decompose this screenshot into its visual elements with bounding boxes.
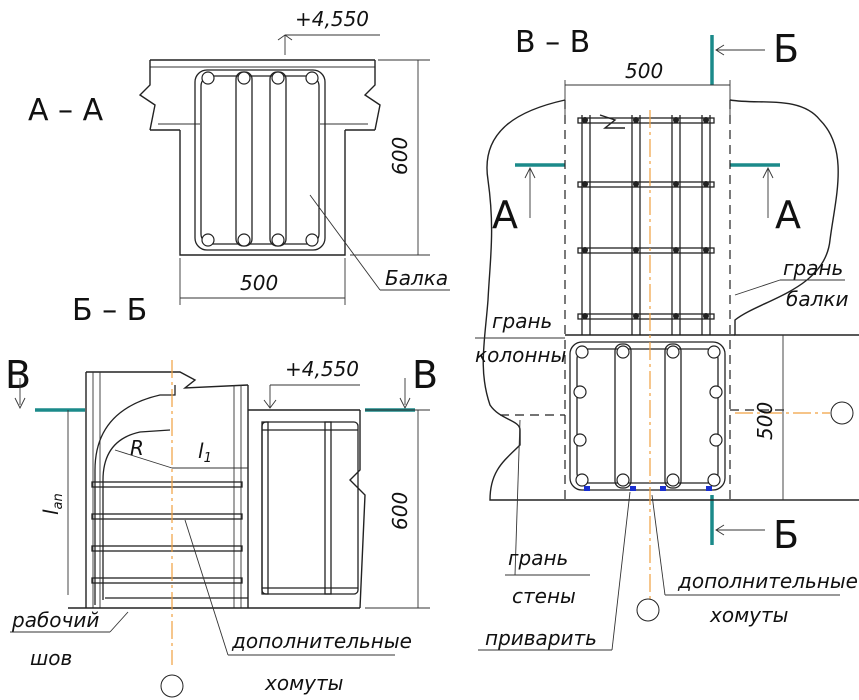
wall-face-label-1: грань <box>508 546 568 570</box>
beam-cage <box>261 421 359 595</box>
wall-face-label-2: стены <box>512 584 576 608</box>
height-600-label: 600 <box>388 137 412 175</box>
extra-stirrups-leader-vv <box>651 494 666 596</box>
joint-label-2: шов <box>30 646 72 670</box>
beam-cage-vv <box>569 341 726 491</box>
cut-mark-v-left: В <box>5 353 31 397</box>
beam-break-right <box>349 410 366 609</box>
lan-label: lan <box>39 493 66 515</box>
column-top-break <box>86 371 249 389</box>
cut-mark-b-top: Б <box>773 27 799 71</box>
beam-leader <box>309 194 381 291</box>
extra-stirrups-label-1-bb: дополнительные <box>231 629 412 653</box>
beam-face-label-1: грань <box>783 256 843 280</box>
joint-label-1: рабочий <box>11 608 99 632</box>
bent-rebar-outer <box>94 385 176 605</box>
weld-label: приварить <box>485 626 597 650</box>
column-vertical-rebars <box>581 115 711 335</box>
weld-leader <box>611 491 631 651</box>
extra-stirrups-label-2-bb: хомуты <box>264 671 343 695</box>
beam-stirrup-outer <box>194 69 326 251</box>
l1-label: l1 <box>198 439 212 466</box>
slab-break-left <box>138 60 156 131</box>
cut-mark-b-bottom: Б <box>773 513 799 557</box>
width-500-label-vv: 500 <box>625 59 663 83</box>
beam-stirrup-mid-1 <box>235 71 253 247</box>
beam-rebars-vv <box>573 345 723 487</box>
beam-stirrup-mid-2 <box>269 71 287 247</box>
column-stirrups-vv <box>577 117 715 320</box>
slab-break-right <box>363 60 381 131</box>
beam-stirrup-inner <box>200 75 320 245</box>
beam-label: Балка <box>385 266 448 290</box>
section-a-a-title: А – А <box>28 93 104 128</box>
bent-rebar-inner <box>102 429 171 600</box>
extra-stirrups-label-1-vv: дополнительные <box>677 569 858 593</box>
section-v-v-title: В – В <box>515 25 590 60</box>
axis-bubble-left <box>160 674 184 698</box>
width-500-label: 500 <box>240 271 278 295</box>
axis-bubble-right <box>830 401 854 425</box>
joint-leader <box>109 611 129 633</box>
axis-bubble-bottom <box>636 598 660 622</box>
beam-stirrups-side <box>261 421 332 595</box>
cut-mark-v-right: В <box>412 353 438 397</box>
wall-outline-right <box>729 99 859 336</box>
height-500-label-vv: 500 <box>753 402 777 440</box>
beam-bottom-rebars <box>201 233 319 247</box>
extra-stirrups-leader-bb <box>184 519 229 656</box>
beam-top-rebars <box>201 71 319 85</box>
cut-mark-a-left: А <box>492 193 518 237</box>
beam-face-leader <box>734 279 781 296</box>
beam-face-label-2: балки <box>786 287 848 311</box>
column-face-label-1: грань <box>492 309 552 333</box>
weld-marks <box>584 486 712 491</box>
wall-outline-left <box>482 99 859 501</box>
height-600-label-bb: 600 <box>388 492 412 530</box>
elevation-label-bb: +4,550 <box>285 357 359 381</box>
section-v-v: В – В Б Б А А 500 <box>475 25 859 651</box>
wall-face-leader <box>514 419 521 576</box>
cut-mark-a-right: А <box>775 193 801 237</box>
extra-stirrups-label-2-vv: хомуты <box>709 603 788 627</box>
column-stirrup-dots <box>582 117 709 319</box>
section-b-b-title: Б – Б <box>72 293 147 328</box>
elevation-label: +4,550 <box>295 7 369 31</box>
radius-leader <box>114 449 173 469</box>
radius-label: R <box>130 436 144 460</box>
beam-outline <box>179 130 346 256</box>
section-b-b: Б – Б В В <box>5 293 438 698</box>
column-stirrups <box>91 481 243 584</box>
column-face-label-2: колонны <box>475 343 566 367</box>
section-a-a: А – А +4,5 <box>28 7 450 305</box>
